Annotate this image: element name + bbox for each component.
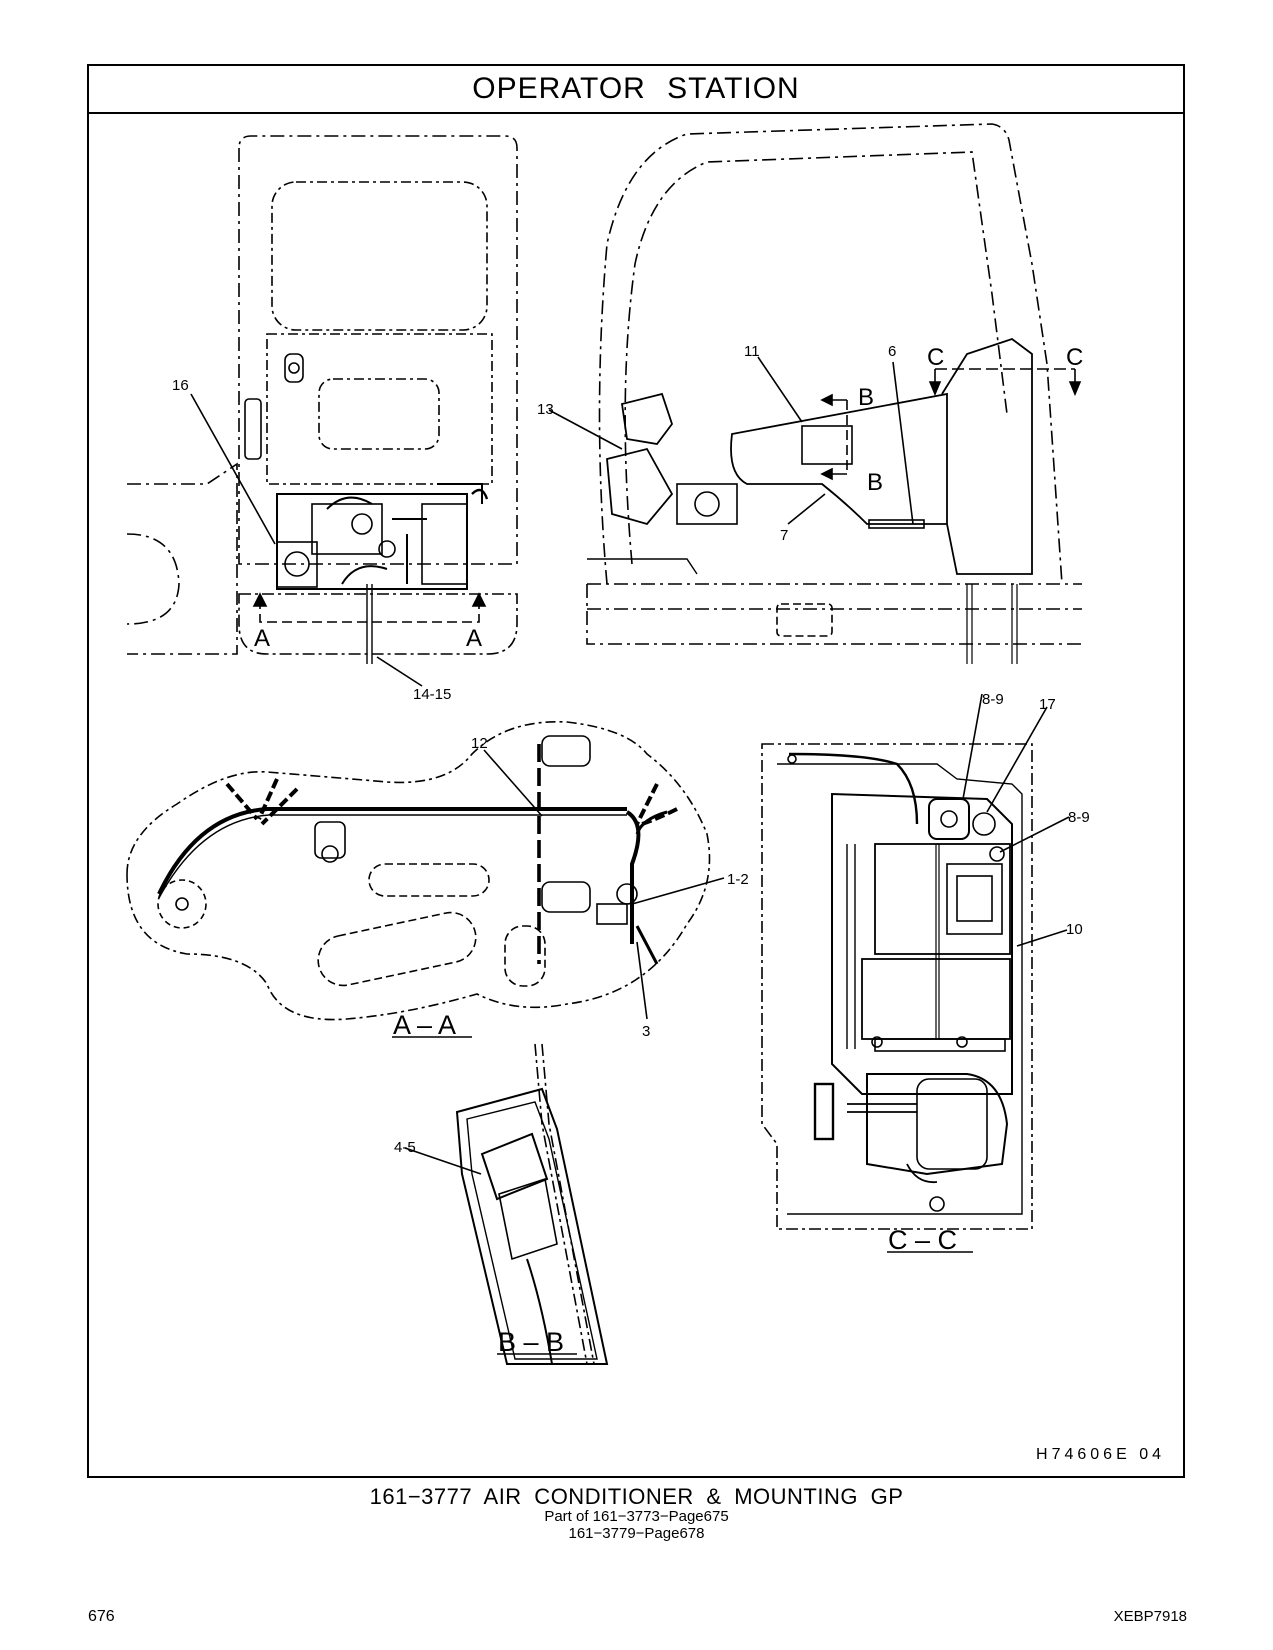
drawing-frame: OPERATOR STATION H74606E 04 <box>87 64 1185 1478</box>
title-bar: OPERATOR STATION <box>89 66 1183 114</box>
cab-side-view <box>548 123 1082 664</box>
callout-10: 10 <box>1066 921 1083 938</box>
callout-1-2: 1-2 <box>727 871 749 888</box>
document-id: XEBP7918 <box>1113 1608 1187 1625</box>
callout-16: 16 <box>172 377 189 394</box>
callout-14-15: 14-15 <box>413 686 451 703</box>
section-labels: A – A B – B C – C <box>393 1010 957 1357</box>
callout-12: 12 <box>471 735 488 752</box>
view-markers: A A B B C C <box>254 344 1083 652</box>
section-label-c-c: C – C <box>888 1225 957 1255</box>
marker-c-left: C <box>927 344 944 371</box>
marker-b-bottom: B <box>867 469 883 496</box>
callout-17: 17 <box>1039 696 1056 713</box>
assembly-reference-2: 161−3779−Page678 <box>568 1525 705 1542</box>
assembly-reference-1: Part of 161−3773−Page675 <box>544 1508 729 1525</box>
section-b-b-view <box>404 1043 609 1365</box>
callout-6: 6 <box>888 343 896 360</box>
page-title: OPERATOR STATION <box>472 72 800 105</box>
drawing-code: H74606E 04 <box>1036 1446 1165 1463</box>
callout-8-9-right: 8-9 <box>1068 809 1090 826</box>
section-c-c-view <box>761 693 1070 1253</box>
section-label-b-b: B – B <box>498 1327 564 1357</box>
callout-7: 7 <box>780 527 788 544</box>
exploded-diagram: 16 13 11 6 7 14-15 12 1-2 3 4-5 8-9 17 8… <box>126 123 1090 1365</box>
marker-a-left: A <box>254 625 270 652</box>
callout-3: 3 <box>642 1023 650 1040</box>
marker-a-right: A <box>466 625 482 652</box>
callout-labels: 16 13 11 6 7 14-15 12 1-2 3 4-5 8-9 17 8… <box>172 343 1090 1156</box>
marker-c-right: C <box>1066 344 1083 371</box>
cab-rear-view <box>126 135 518 687</box>
callout-13: 13 <box>537 401 554 418</box>
callout-8-9-top: 8-9 <box>982 691 1004 708</box>
callout-4-5: 4-5 <box>394 1139 416 1156</box>
section-label-a-a: A – A <box>393 1010 456 1040</box>
assembly-caption: 161−3777 AIR CONDITIONER & MOUNTING GP <box>369 1484 904 1509</box>
marker-b-top: B <box>858 384 874 411</box>
page-number: 676 <box>88 1608 115 1625</box>
callout-11: 11 <box>744 343 760 360</box>
section-a-a-view <box>126 720 725 1038</box>
